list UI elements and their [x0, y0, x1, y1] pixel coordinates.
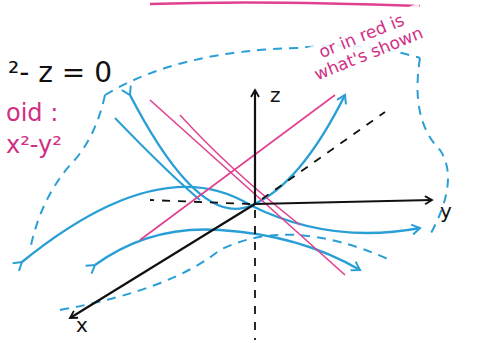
z-axis-dashed [254, 210, 256, 340]
x-axis [70, 204, 255, 318]
axis-label: x [76, 314, 88, 336]
saddle-curve [95, 229, 360, 270]
axis-label: z [270, 84, 281, 106]
red-ruling [180, 115, 300, 225]
red-ruling [150, 100, 345, 275]
surface-edge [60, 235, 390, 310]
z-axis [254, 90, 256, 204]
side-note: or in red is what's shown [298, 3, 433, 86]
surface-formula: x²-y² [6, 132, 62, 158]
y-axis-dashed [150, 200, 250, 204]
top-scribble [150, 2, 420, 6]
y-axis [255, 200, 432, 204]
saddle-curve [115, 118, 200, 200]
axis-label: y [440, 200, 452, 222]
x-axis-dashed [262, 112, 385, 199]
surface-name: oid : [6, 100, 58, 126]
equation-text: ²- z = 0 [8, 58, 112, 89]
